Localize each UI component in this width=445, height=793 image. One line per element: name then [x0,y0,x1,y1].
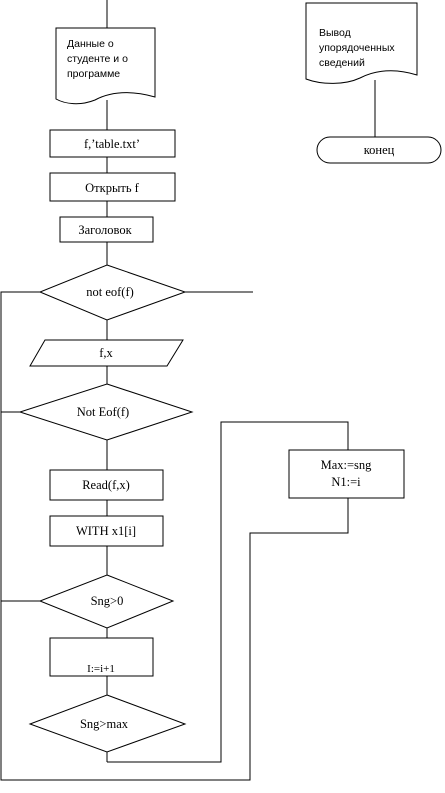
outer-loop-line [0,291,349,781]
document-student-data: Данные о студенте и о программе [55,27,156,105]
process-assign-file: f,’table.txt’ [49,129,176,158]
process-assign-file-label: f,’table.txt’ [84,137,140,151]
document-output: Вывод упорядоченных сведений [305,2,418,84]
io-read-fx-label: f,x [99,346,113,360]
document-student-data-line-1: Данные о [67,38,114,50]
terminator-end-label: конец [364,143,395,157]
process-increment-label: I:=i+1 [87,663,115,675]
decision-sng-max: Sng>max [28,694,187,753]
decision-sng-positive-label: Sng>0 [91,594,124,608]
io-read-fx: f,x [29,339,184,367]
process-assign-max-line-2: N1:=i [331,475,361,489]
connectors [0,0,349,781]
process-increment: I:=i+1 [49,637,154,677]
decision-sng-max-label: Sng>max [80,717,129,731]
process-open-file-label: Открыть f [85,181,139,195]
process-with: WITH x1[i] [49,515,164,547]
process-assign-max: Max:=sng N1:=i [288,449,405,499]
process-open-file: Открыть f [49,172,176,202]
process-header-label: Заголовок [78,223,132,237]
process-assign-max-line-1: Max:=sng [321,458,373,472]
document-student-data-line-3: программе [67,68,120,80]
document-output-line-2: упорядоченных [319,42,395,54]
document-student-data-line-2: студенте и о [67,53,128,65]
process-header: Заголовок [59,216,154,243]
decision-not-eof-outer: not eof(f) [38,264,187,321]
process-with-label: WITH x1[i] [76,524,136,538]
document-output-line-3: сведений [319,57,365,69]
decision-not-eof-outer-label: not eof(f) [86,285,134,299]
document-output-line-1: Вывод [319,27,351,39]
decision-sng-positive: Sng>0 [38,574,175,629]
process-read: Read(f,x) [49,469,164,501]
terminator-end: конец [316,136,442,164]
decision-not-eof-inner-label: Not Eof(f) [77,405,129,419]
decision-not-eof-inner: Not Eof(f) [18,383,194,441]
process-read-label: Read(f,x) [82,478,130,492]
max-branch-line [107,421,349,763]
